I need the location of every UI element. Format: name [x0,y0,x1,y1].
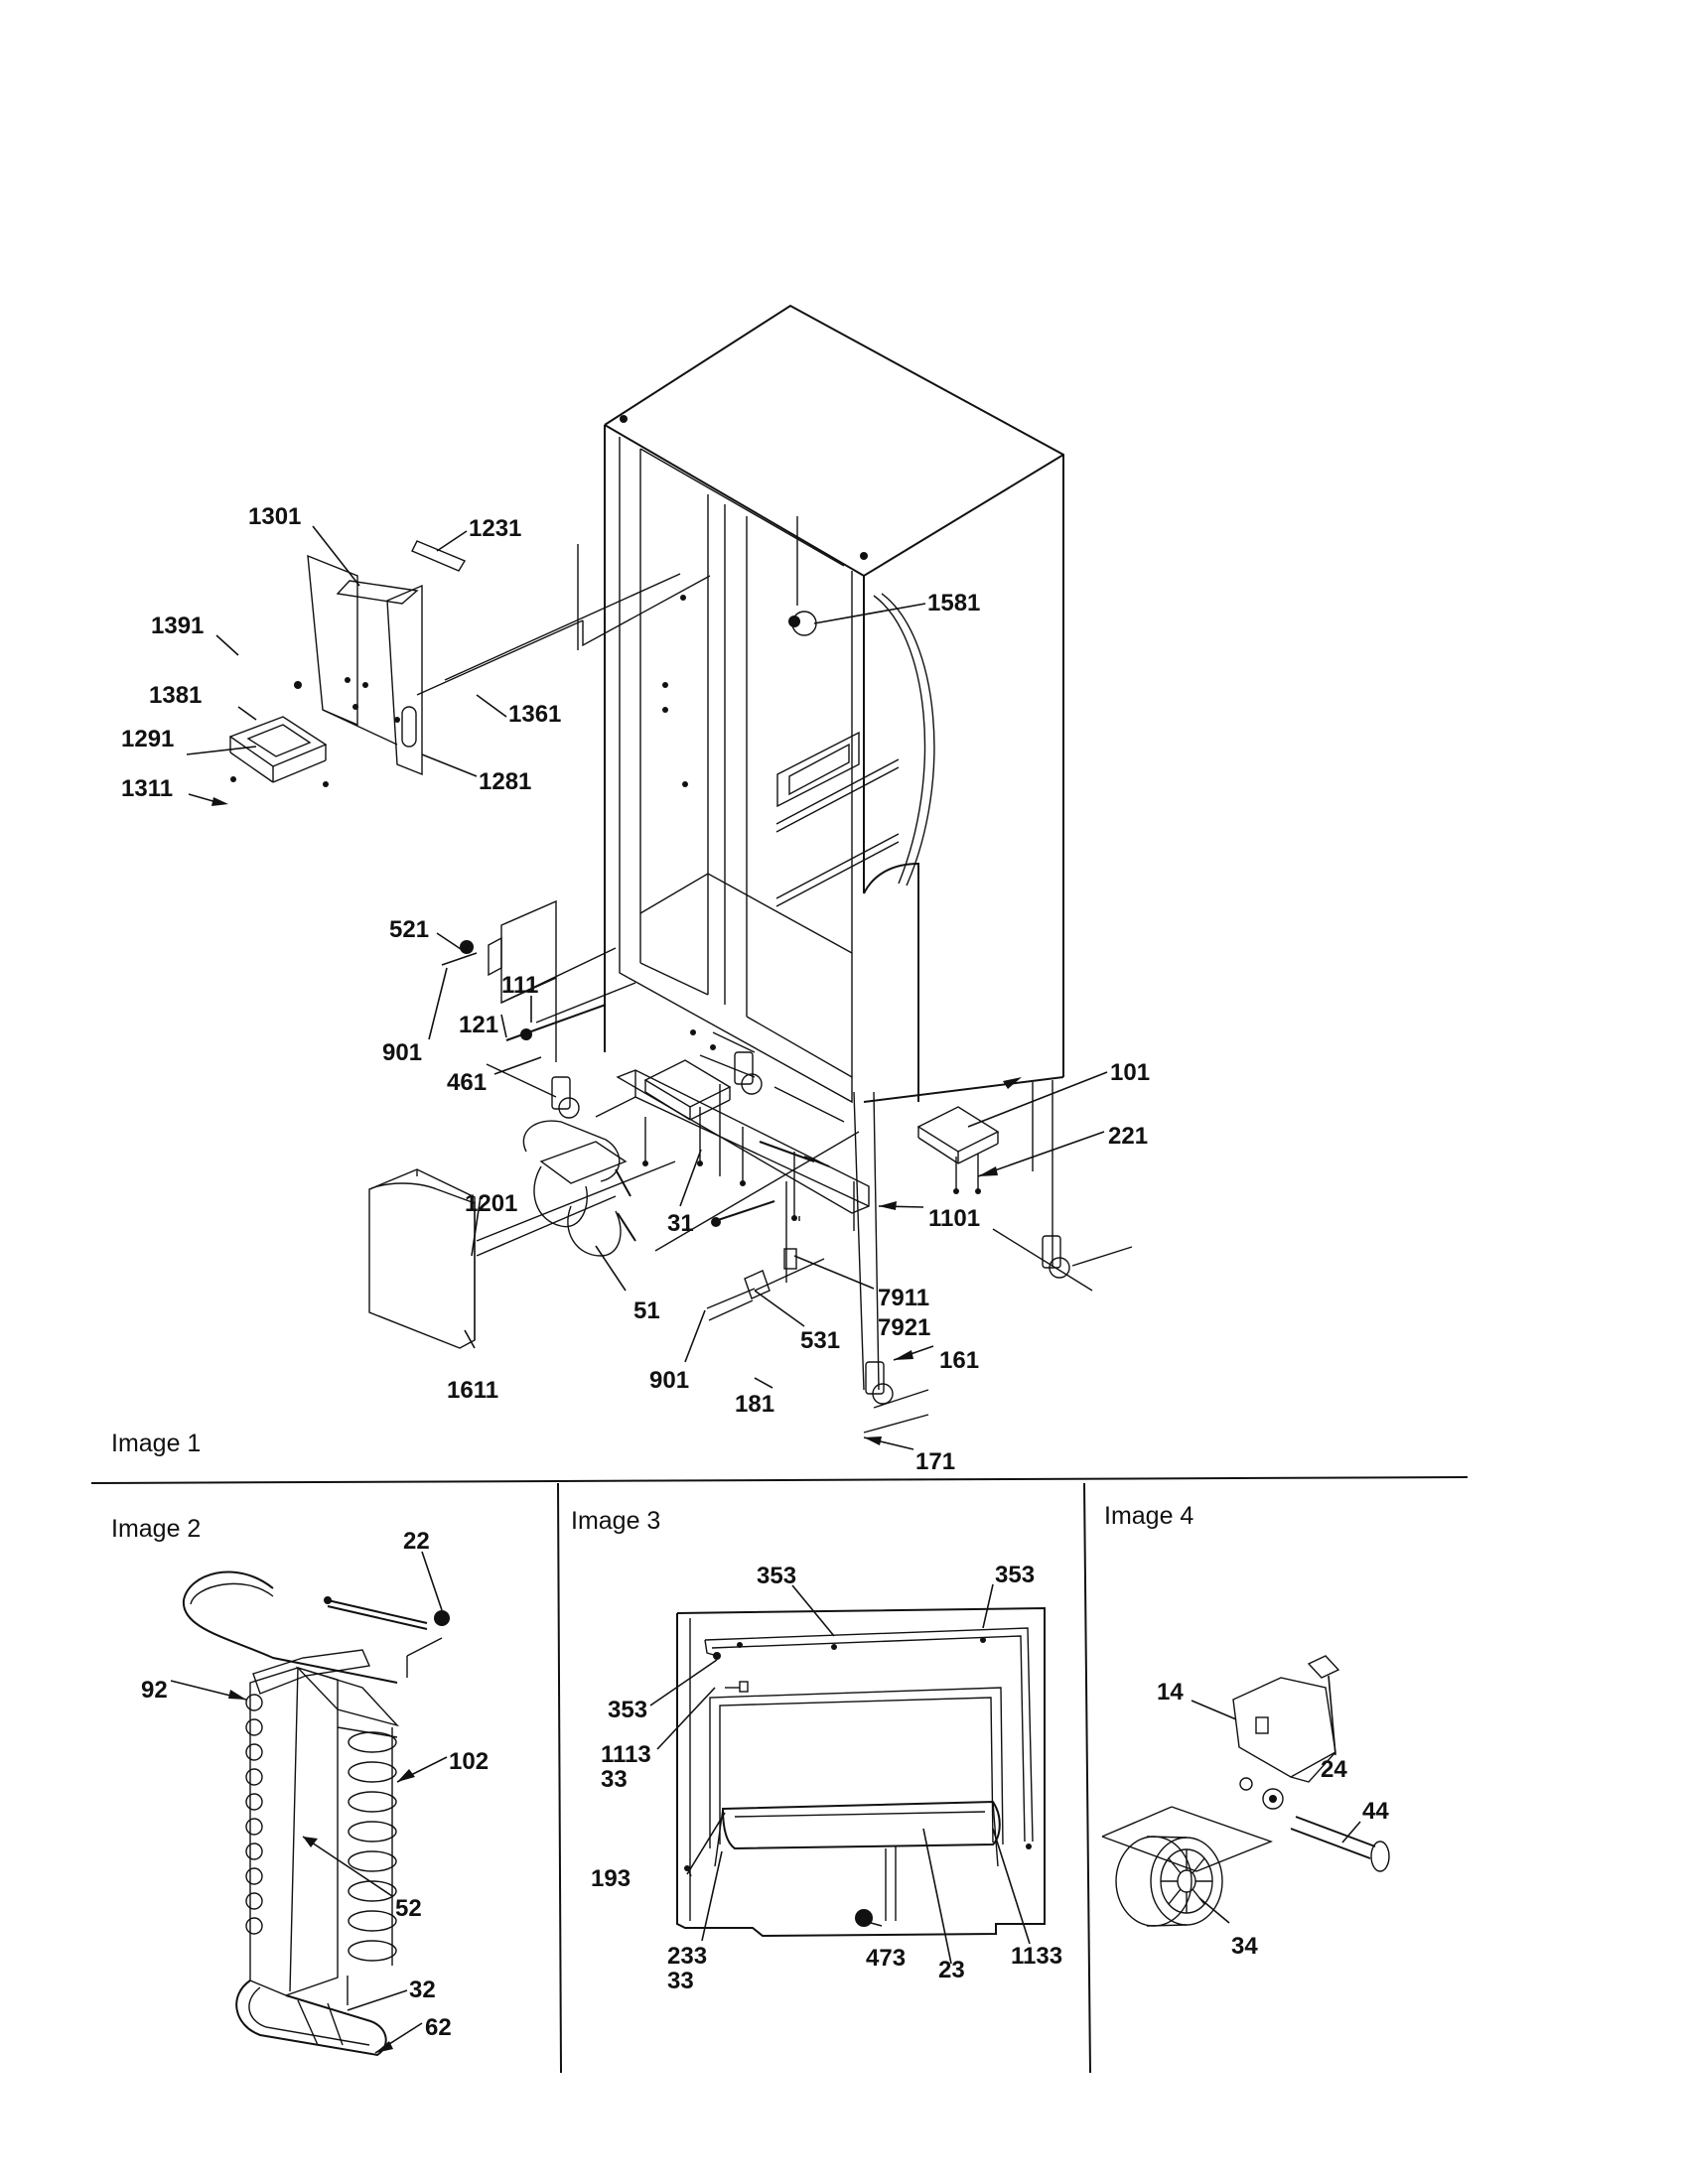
part-label-32: 32 [409,1977,436,2003]
image-3-labels: Image 3 353 353 353 1113 33 193 233 33 4… [571,1507,1062,1994]
part-label-1113: 1113 [601,1741,651,1768]
part-label-901-bottom: 901 [649,1367,689,1394]
part-label-1361: 1361 [508,701,561,728]
evaporator-coils-left [245,1694,263,1935]
part-label-24: 24 [1321,1756,1347,1783]
part-label-1101: 1101 [928,1205,980,1232]
part-label-111: 111 [501,972,538,999]
image-1-drawing [228,304,1133,1433]
part-label-92: 92 [141,1677,168,1704]
part-label-353-a: 353 [757,1563,796,1589]
part-label-161: 161 [939,1347,979,1374]
image-2-labels: Image 2 22 92 102 52 32 62 [111,1515,489,2041]
image-4-drawing [1101,1655,1390,1927]
part-label-51: 51 [633,1297,660,1324]
part-label-1201: 1201 [465,1190,517,1217]
part-label-1231: 1231 [469,515,521,542]
part-label-34: 34 [1231,1933,1258,1960]
part-label-221: 221 [1108,1123,1148,1150]
part-label-473: 473 [866,1945,906,1972]
image-3-drawing [676,1606,1046,1938]
panel-dividers [90,1476,1469,2074]
part-label-901-top: 901 [382,1039,422,1066]
part-label-7911: 7911 [878,1285,929,1311]
image-1-labels: 1301 1231 1391 1381 1361 1291 1311 1281 … [111,503,1150,1475]
part-label-101: 101 [1110,1059,1150,1086]
caption-image-3: Image 3 [571,1507,660,1535]
part-label-1291: 1291 [121,726,174,752]
part-label-33-b: 33 [667,1968,694,1994]
caption-image-2: Image 2 [111,1515,201,1543]
part-label-102: 102 [449,1748,489,1775]
part-label-14: 14 [1157,1679,1184,1706]
part-label-1381: 1381 [149,682,202,709]
part-label-33-a: 33 [601,1766,628,1793]
part-label-1311: 1311 [121,775,173,802]
part-label-1133: 1133 [1011,1943,1062,1970]
part-label-353-b: 353 [995,1562,1035,1588]
part-label-22: 22 [403,1528,430,1555]
part-label-181: 181 [735,1391,774,1418]
leader-lines [170,525,1361,2054]
image-2-drawing [182,1570,450,2057]
part-label-7921: 7921 [878,1314,930,1341]
part-label-44: 44 [1362,1798,1389,1825]
part-label-461: 461 [447,1069,487,1096]
part-label-353-c: 353 [608,1697,647,1723]
part-label-1391: 1391 [151,613,204,639]
part-label-62: 62 [425,2014,452,2041]
arrowheads [211,797,1022,2053]
part-label-233: 233 [667,1943,707,1970]
part-label-52: 52 [395,1895,422,1922]
part-label-121: 121 [459,1012,498,1038]
caption-image-4: Image 4 [1104,1502,1193,1530]
part-label-193: 193 [591,1865,631,1892]
part-label-31: 31 [667,1210,694,1237]
caption-image-1: Image 1 [111,1430,201,1457]
evaporator-coils-right [348,1731,397,1962]
part-label-171: 171 [915,1448,955,1475]
part-label-23: 23 [938,1957,965,1983]
image-4-labels: Image 4 14 24 44 34 [1104,1502,1389,1960]
part-label-1581: 1581 [927,590,980,616]
part-label-531: 531 [800,1327,840,1354]
part-label-521: 521 [389,916,429,943]
part-label-1611: 1611 [447,1377,498,1404]
part-label-1301: 1301 [248,503,301,530]
part-label-1281: 1281 [479,768,531,795]
